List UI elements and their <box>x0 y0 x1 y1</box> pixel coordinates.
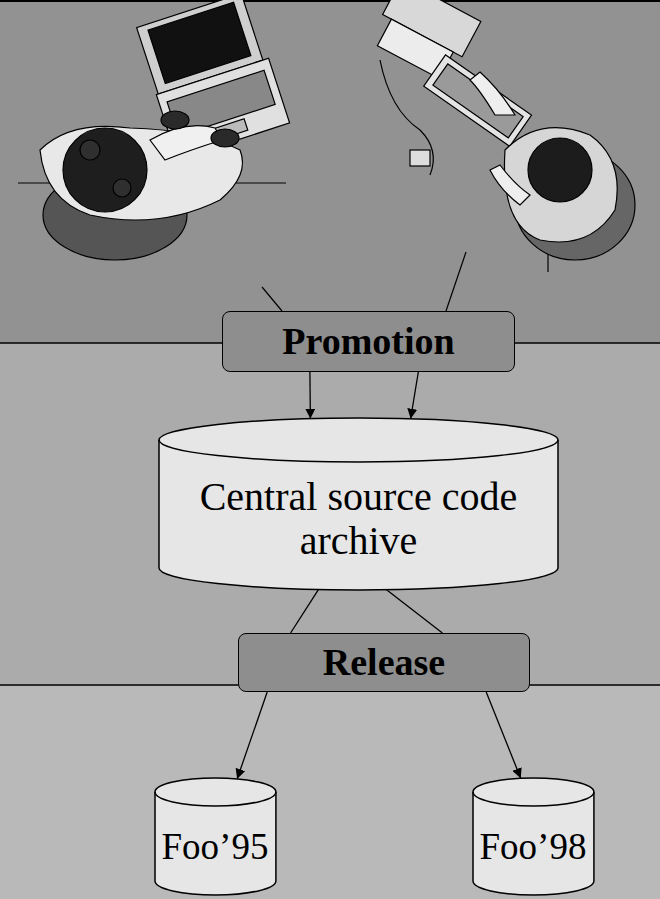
promotion-box: Promotion <box>222 311 515 372</box>
connector-arrow <box>237 692 267 779</box>
release-cylinder: Foo’95 <box>154 778 277 895</box>
laptop-developer <box>18 0 290 311</box>
release-box: Release <box>238 633 530 692</box>
connector-arrow <box>411 372 419 419</box>
connector-arrow <box>309 372 311 419</box>
archive-cylinder: Central source code archive <box>158 418 559 590</box>
desktop-developer <box>369 0 635 311</box>
node-label: Central source code archive <box>164 475 553 565</box>
frame-line <box>0 0 660 2</box>
node-label: Release <box>323 642 445 684</box>
release-cylinder: Foo’98 <box>472 778 595 895</box>
connector-arrow <box>486 692 521 778</box>
bottom-band <box>0 685 660 899</box>
top-band <box>0 0 660 343</box>
node-label: Foo’95 <box>162 826 269 867</box>
connector-arrow <box>291 590 319 633</box>
node-label: Promotion <box>282 321 454 363</box>
connector-arrow <box>387 590 443 633</box>
node-label: Foo’98 <box>480 826 587 867</box>
